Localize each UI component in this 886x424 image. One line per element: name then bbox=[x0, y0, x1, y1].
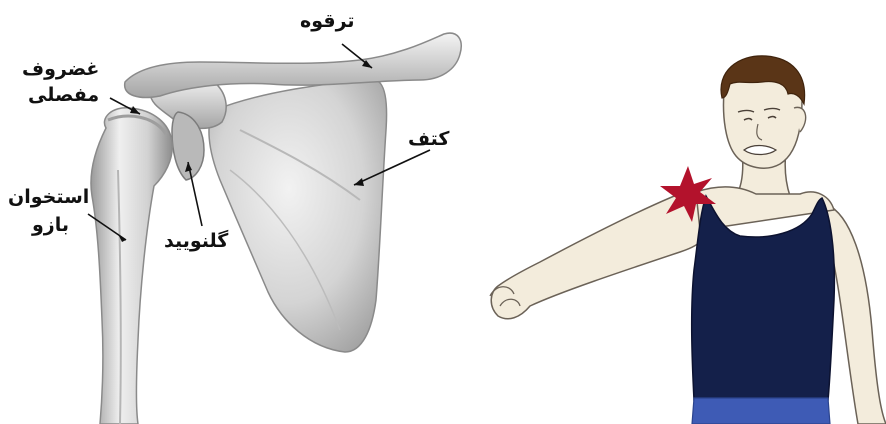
person-figure bbox=[490, 56, 886, 424]
humerus-label-line1: استخوان bbox=[8, 186, 89, 208]
clavicle-label: ترقوه bbox=[300, 10, 355, 32]
shoulder-anatomy-diagram bbox=[88, 33, 461, 424]
scapula-label: کتف bbox=[408, 128, 449, 150]
scapula-bone bbox=[209, 80, 387, 352]
humerus-label-line2: بازو bbox=[32, 214, 69, 236]
glenoid-label: گلنویید bbox=[164, 230, 228, 252]
clavicle-bone bbox=[125, 33, 462, 97]
articular-cartilage-label-line2: مفصلی bbox=[28, 84, 99, 106]
pants bbox=[692, 398, 830, 424]
tank-top bbox=[692, 196, 835, 400]
humerus-bone bbox=[91, 108, 172, 424]
articular-cartilage-label-line1: غضروف bbox=[22, 58, 99, 80]
